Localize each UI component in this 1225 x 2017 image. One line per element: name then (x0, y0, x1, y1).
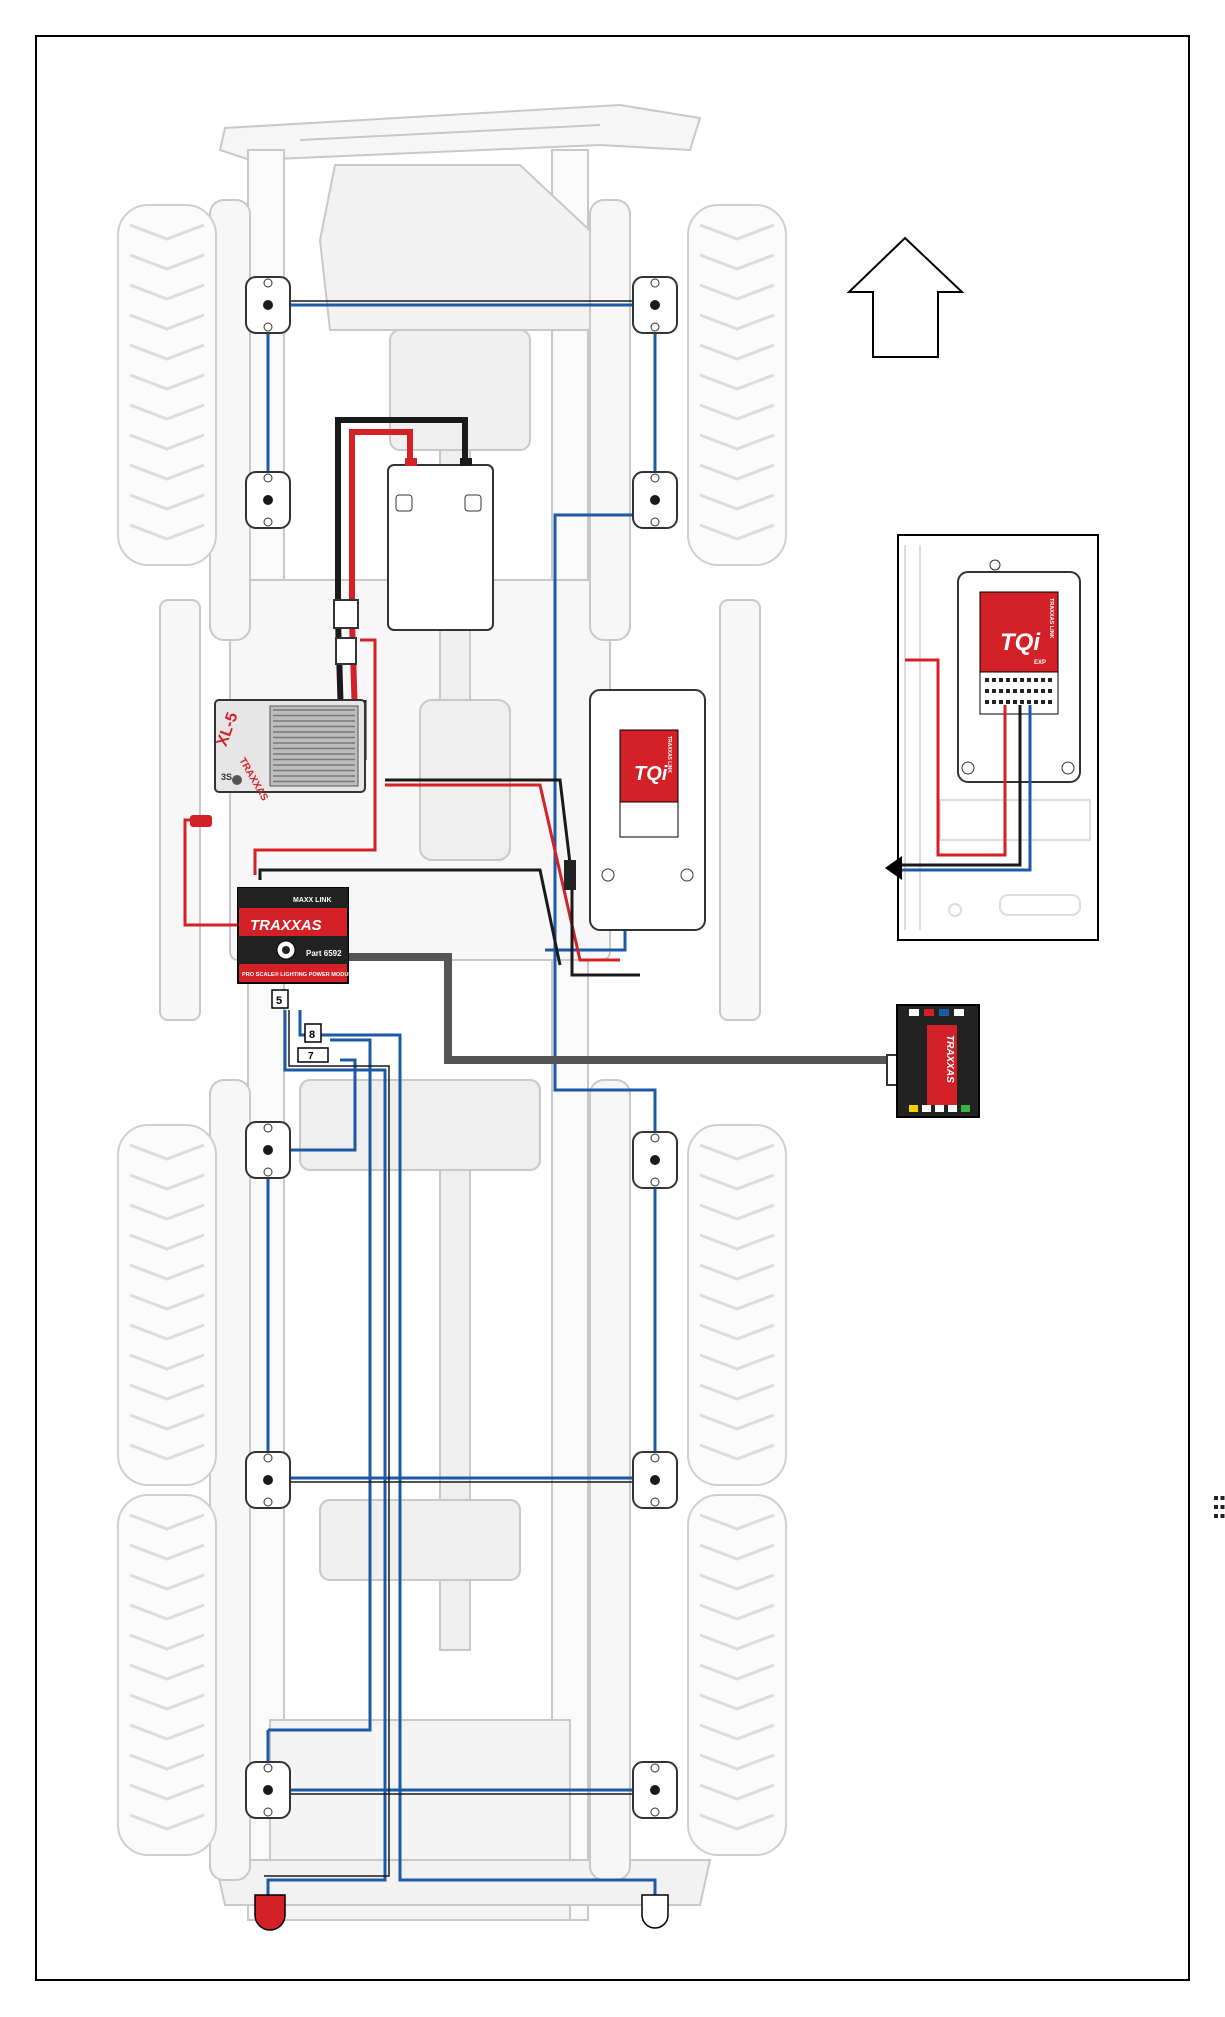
power-module-title: PRO SCALE® LIGHTING POWER MODULE (242, 971, 356, 978)
battery-box (388, 465, 493, 630)
inset-receiver-pin (1013, 689, 1017, 693)
body-mount-right-front (590, 200, 630, 640)
battery-connector-bottom (336, 638, 356, 664)
inset-arrow-icon (885, 856, 902, 880)
power-module-button-center (282, 946, 290, 954)
receiver-pin (1214, 1505, 1218, 1509)
esc-badge-label: 3S (221, 772, 232, 782)
esc-sensor-plug (190, 815, 212, 827)
inset-receiver-port: EXP (1034, 660, 1046, 666)
forward-arrow-icon (849, 238, 962, 357)
receiver-port-pins (1214, 1496, 1225, 1518)
lighting-power-module: MAXX LINK TRAXXAS Part 6592 PRO SCALE® L… (238, 888, 356, 983)
inset-receiver-pin (992, 678, 996, 682)
inset-receiver-pin (1041, 700, 1045, 704)
battery-terminal-black (460, 458, 472, 466)
inset-receiver-pin (1027, 689, 1031, 693)
tire-mid-left (118, 1125, 216, 1485)
receiver-model: TQi (634, 763, 668, 785)
inset-receiver-link: TRAXXAS LINK (1048, 598, 1054, 639)
inset-receiver-pin (1006, 678, 1010, 682)
chassis (160, 105, 760, 1920)
inset-receiver-pin (999, 678, 1003, 682)
inset-receiver-pin (1034, 689, 1038, 693)
connector-5-label: 5 (276, 995, 282, 1007)
connector-8-label: 8 (309, 1029, 315, 1041)
inset-receiver-pin (985, 700, 989, 704)
rx-inline-connector (564, 860, 576, 890)
body-mount-right-rear (590, 1080, 630, 1880)
inset-receiver-pin (1034, 700, 1038, 704)
inset-receiver-pin (1020, 700, 1024, 704)
receiver-pin (1221, 1496, 1225, 1500)
receiver-link-label: TRAXXAS LINK (666, 736, 672, 773)
receiver-ports (620, 802, 678, 837)
receiver-pin (1214, 1514, 1218, 1518)
receiver-pin (1214, 1496, 1218, 1500)
inset-receiver-pin (1034, 678, 1038, 682)
light-controller-brand: TRAXXAS (944, 1035, 955, 1083)
sidestep-right (720, 600, 760, 1020)
inset-receiver-pin (1048, 678, 1052, 682)
red-light-bulb-icon (255, 1895, 285, 1930)
inset-receiver-pin (1013, 700, 1017, 704)
frame-rail-right (552, 150, 588, 1920)
white-light-bulb-icon (642, 1895, 668, 1928)
inset-receiver-pin (999, 700, 1003, 704)
inset-receiver-model: TQi (1000, 629, 1041, 656)
receiver-inset: TQi TRAXXAS LINK EXP (885, 535, 1098, 940)
inset-receiver-pin (985, 678, 989, 682)
inset-receiver-pin (1006, 700, 1010, 704)
battery-terminal-red (405, 458, 417, 466)
esc-button-icon[interactable] (232, 775, 242, 785)
tire-rear-right (688, 1495, 786, 1855)
power-module-part: Part 6592 (306, 949, 342, 958)
inset-receiver-pin (1006, 689, 1010, 693)
inset-receiver-pin (992, 689, 996, 693)
power-module-brand: TRAXXAS (250, 917, 322, 934)
light-socket-node (650, 1785, 660, 1795)
light-socket-node (650, 1475, 660, 1485)
light-socket-node (263, 1145, 273, 1155)
inset-receiver-pin (1048, 689, 1052, 693)
rear-axle-housing (320, 1500, 520, 1580)
inset-receiver-pin (1027, 678, 1031, 682)
light-socket-node (263, 495, 273, 505)
receiver-pin (1221, 1514, 1225, 1518)
tire-front-left (118, 205, 216, 565)
light-socket-node (263, 1475, 273, 1485)
esc-heatsink (270, 706, 358, 786)
connector-7-label: 7 (308, 1051, 314, 1062)
inset-receiver-pin (1013, 678, 1017, 682)
inset-receiver-pin (1041, 689, 1045, 693)
light-socket-node (263, 1785, 273, 1795)
inset-receiver-pin (1027, 700, 1031, 704)
sidestep-left (160, 600, 200, 1020)
tire-front-right (688, 205, 786, 565)
esc-unit: XL-5 TRAXXAS 3S (214, 700, 365, 803)
light-socket-node (650, 300, 660, 310)
inset-receiver-pin (985, 689, 989, 693)
frame-rail-left (248, 150, 284, 1920)
light-socket-node (263, 300, 273, 310)
inset-receiver-pin (999, 689, 1003, 693)
control-cable (345, 957, 895, 1060)
inset-receiver-pin (1020, 678, 1024, 682)
battery-connector-top (334, 600, 358, 628)
inset-receiver-pin (1020, 689, 1024, 693)
power-module-tag: MAXX LINK (293, 897, 332, 904)
rear-bumper (215, 1860, 710, 1905)
inset-receiver-pin (1048, 700, 1052, 704)
light-socket-node (650, 1155, 660, 1165)
tire-mid-right (688, 1125, 786, 1485)
inset-receiver-pin (992, 700, 996, 704)
receiver-pin (1221, 1505, 1225, 1509)
light-socket-node (650, 495, 660, 505)
mid-axle-housing (300, 1080, 540, 1170)
light-controller: TRAXXAS (887, 1005, 979, 1117)
inset-receiver-pin (1041, 678, 1045, 682)
tire-rear-left (118, 1495, 216, 1855)
